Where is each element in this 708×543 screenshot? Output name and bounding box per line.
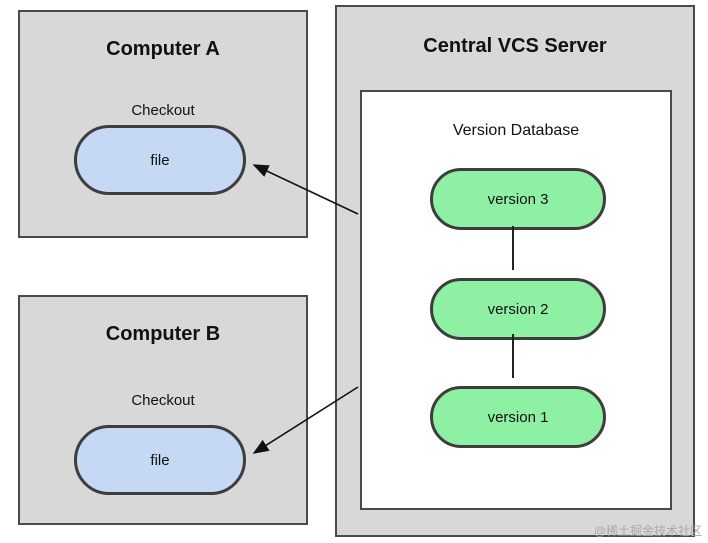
version-1-node: version 1 <box>430 386 606 448</box>
version-3-label: version 3 <box>487 190 549 208</box>
computer-a-title: Computer A <box>106 38 220 60</box>
version-2-label: version 2 <box>487 300 549 318</box>
computer-a-file-label: file <box>150 151 170 169</box>
computer-a-checkout-label: Checkout <box>131 102 195 119</box>
version-database-title: Version Database <box>452 122 580 139</box>
watermark-text: @稀土掘金技术社区 <box>593 524 702 538</box>
computer-b-file-label: file <box>150 451 170 469</box>
computer-b-file-node: file <box>74 425 246 495</box>
computer-a-box: Computer A Checkout file <box>18 10 308 238</box>
version-database-box: Version Database version 3 version 2 ver… <box>360 90 672 510</box>
computer-a-file-node: file <box>74 125 246 195</box>
computer-b-title: Computer B <box>105 323 221 345</box>
central-vcs-server-title: Central VCS Server <box>423 35 607 57</box>
computer-b-box: Computer B Checkout file <box>18 295 308 525</box>
version-3-node: version 3 <box>430 168 606 230</box>
computer-b-checkout-label: Checkout <box>131 392 195 409</box>
central-vcs-server-box: Central VCS Server Version Database vers… <box>335 5 695 537</box>
version-2-node: version 2 <box>430 278 606 340</box>
version-1-label: version 1 <box>487 408 549 426</box>
